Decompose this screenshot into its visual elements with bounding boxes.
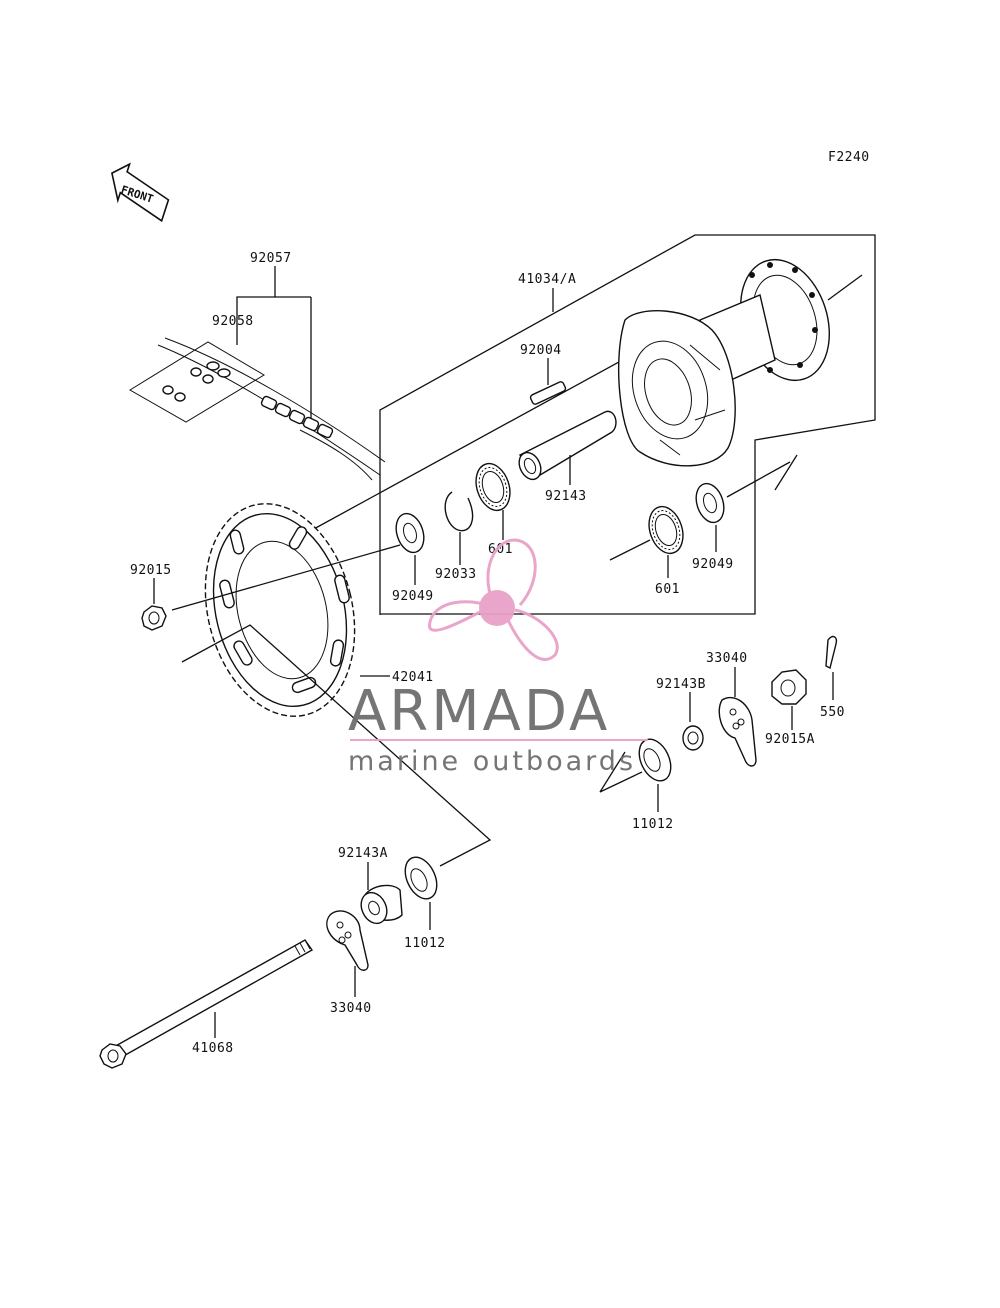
collar-right-icon: 92143B xyxy=(656,677,706,751)
label-cotter-pin: 550 xyxy=(820,705,845,720)
watermark-brand: ARMADA xyxy=(348,679,610,744)
label-seal-right: 92049 xyxy=(692,557,734,572)
cotter-pin-icon: 550 xyxy=(820,635,845,720)
diagram-code: F2240 xyxy=(828,150,870,165)
propeller-icon xyxy=(428,538,559,661)
label-cap-left: 11012 xyxy=(404,936,446,951)
bearing-right-icon: 601 xyxy=(648,505,684,597)
label-sprocket: 42041 xyxy=(392,670,434,685)
chain-group: 92057 92058 xyxy=(129,251,386,481)
axle-icon: 41068 xyxy=(99,939,314,1069)
label-cap-right: 11012 xyxy=(632,817,674,832)
label-chain-assembly: 92057 xyxy=(250,251,292,266)
label-chain-link: 92058 xyxy=(212,314,254,329)
watermark-tagline: marine outboards xyxy=(348,746,636,777)
cap-left-icon: 11012 xyxy=(404,856,446,951)
spacer-long-icon: 92143 xyxy=(518,410,617,504)
label-seal-left: 92049 xyxy=(392,589,434,604)
sprocket-nut-icon: 92015 xyxy=(130,544,401,631)
rear-hub-icon xyxy=(618,258,831,467)
label-axle-nut: 92015A xyxy=(765,732,815,747)
chain-link-icon xyxy=(162,361,231,402)
circlip-icon: 92033 xyxy=(435,491,477,582)
label-stud-bolt: 92004 xyxy=(520,343,562,358)
label-axle: 41068 xyxy=(192,1041,234,1056)
axle-nut-icon: 92015A xyxy=(765,669,815,747)
hub-bracket: 41034/A xyxy=(311,234,876,615)
label-sprocket-nut: 92015 xyxy=(130,563,172,578)
adjuster-right-icon: 33040 xyxy=(706,651,757,767)
label-collar-right: 92143B xyxy=(656,677,706,692)
chain-rollers-icon xyxy=(260,395,334,439)
label-bearing-right: 601 xyxy=(655,582,680,597)
label-adjuster-right: 33040 xyxy=(706,651,748,666)
label-collar-left: 92143A xyxy=(338,846,388,861)
label-hub-assembly: 41034/A xyxy=(518,272,576,287)
seal-left-icon: 92049 xyxy=(392,512,434,604)
collar-left-icon: 92143A xyxy=(338,846,403,925)
sprocket-icon: 42041 xyxy=(204,503,434,717)
front-arrow-icon: FRONT xyxy=(111,162,170,223)
label-spacer-long: 92143 xyxy=(545,489,587,504)
watermark-logo: ARMADA marine outboards xyxy=(348,538,648,777)
stud-bolt-icon: 92004 xyxy=(520,343,567,405)
seal-right-icon: 92049 xyxy=(692,482,734,572)
label-circlip: 92033 xyxy=(435,567,477,582)
adjuster-left-icon: 33040 xyxy=(326,910,372,1016)
label-adjuster-left: 33040 xyxy=(330,1001,372,1016)
cap-right-icon: 11012 xyxy=(599,738,674,832)
